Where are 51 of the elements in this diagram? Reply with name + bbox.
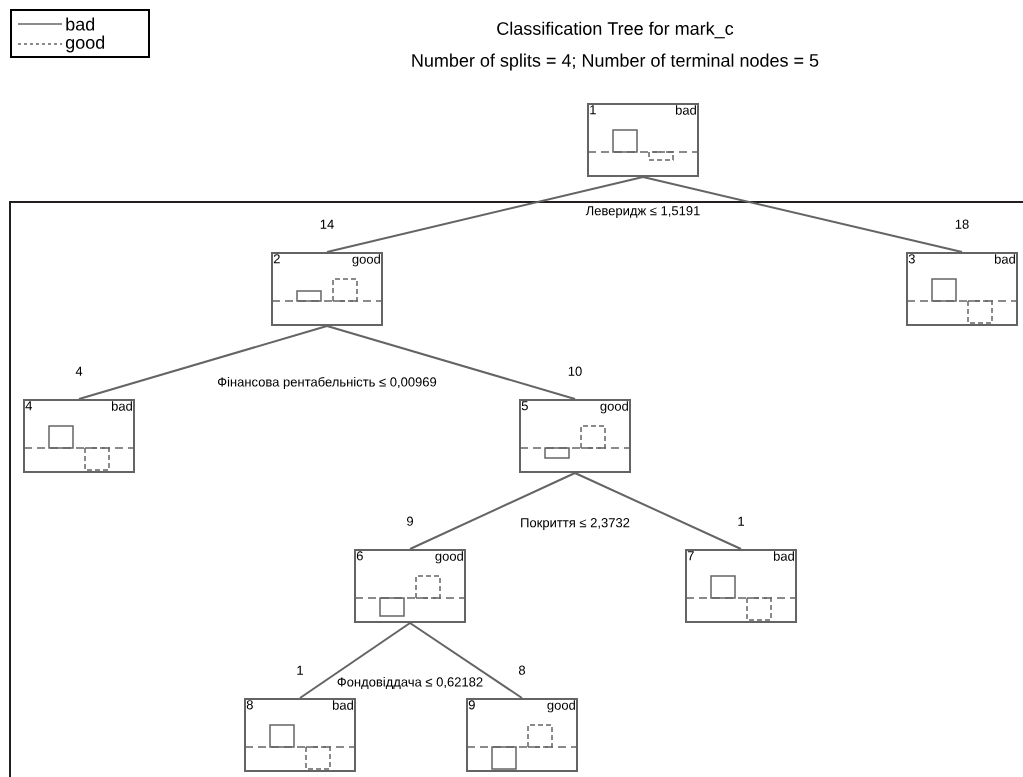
legend-label: good [65,35,105,53]
node-label: 6 [356,551,363,561]
tree-branch [299,622,411,699]
split-label: Покриття ≤ 2,3732 [519,517,631,531]
tree-branch [326,325,576,400]
subtitle: Number of splits = 4; Number of terminal nodes = 5 [409,52,821,72]
node-label: good [435,551,463,564]
node-label: 3 [908,254,915,264]
case-count: 18 [955,219,969,229]
node-label: good [600,401,628,414]
case-count: 8 [518,665,526,675]
tree-branch [574,472,742,550]
tree-node-box: 2 good [271,252,383,326]
split-label: Фондовіддача ≤ 0,62182 [335,676,485,690]
node-label: 7 [687,551,694,561]
node-label: 5 [521,401,528,411]
split-label: Фінансова рентабельність ≤ 0,00969 [216,375,438,391]
node-label: bad [773,551,794,561]
case-count: 9 [407,516,413,526]
tree-node-box: 4 bad [23,399,135,473]
tree-node-box: 6 good [354,549,466,623]
tree-branch [326,176,644,253]
node-label: bad [332,700,353,710]
tree-branch [642,176,963,253]
tree-node-box: 5 good [519,399,631,473]
node-label: 4 [25,401,33,411]
case-count: 10 [568,366,582,376]
node-label: bad [675,105,696,115]
tree-node-box: 3 bad [906,252,1018,326]
tree-branch [409,472,576,550]
node-label: good [547,700,575,713]
node-label: bad [994,254,1015,264]
tree-node-box: 9 good [466,698,578,772]
node-label: 2 [273,254,280,264]
tree-node-box: 8 bad [244,698,356,772]
case-count: 4 [75,366,83,376]
chart-title: Classification Tree for mark_c [497,21,734,39]
split-label: Леверидж ≤ 1,5191 [584,205,702,219]
tree-node-box: 7 bad [685,549,797,623]
tree-branch [78,325,328,400]
case-count: 14 [320,219,334,229]
case-count: 1 [738,516,744,526]
legend-label: bad [66,17,95,31]
node-label: 1 [590,105,596,115]
node-label: bad [111,401,132,411]
tree-branch [409,622,523,699]
node-label: good [352,254,380,267]
tree-node-box: 1 bad [587,103,699,177]
node-label: 9 [468,700,475,710]
case-count: 1 [297,665,303,675]
node-label: 8 [246,700,253,710]
